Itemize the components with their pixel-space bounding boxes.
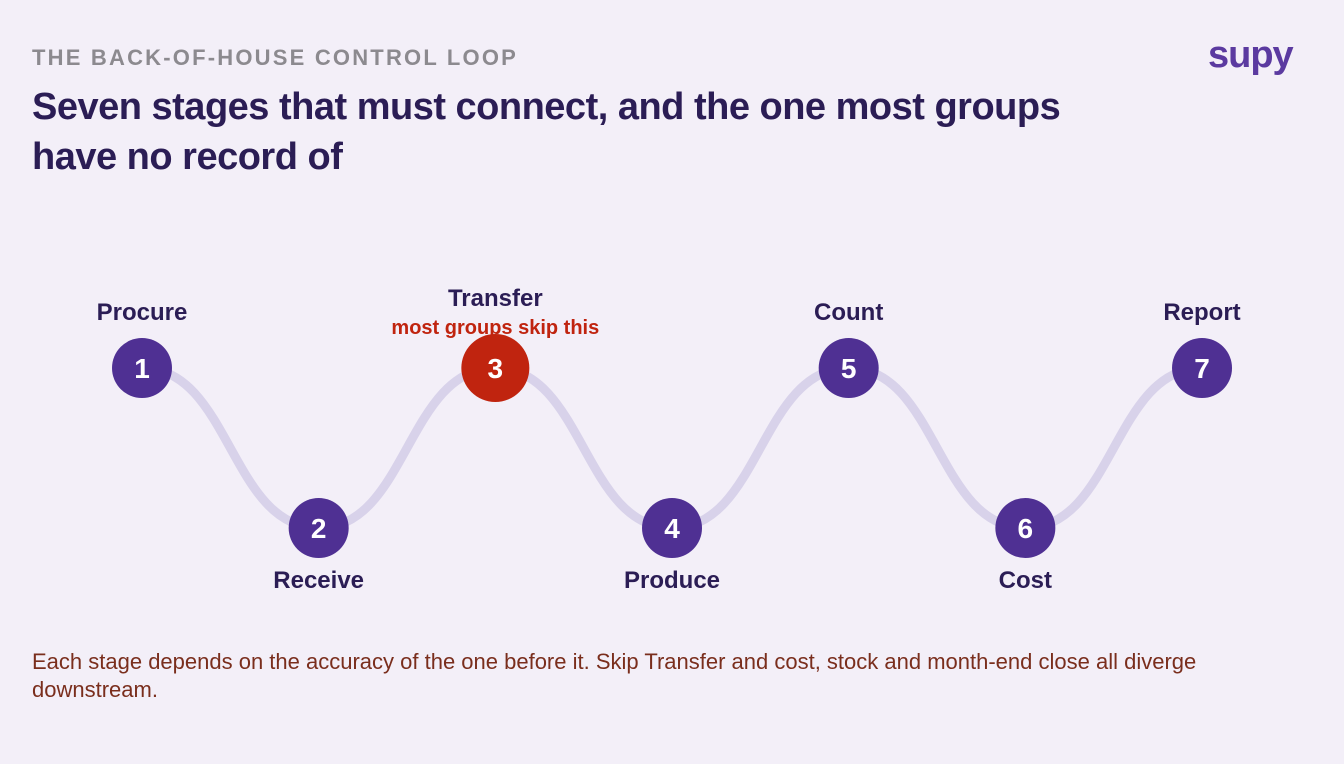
stage-label: Report — [1163, 299, 1240, 326]
stage-label: Receive — [273, 567, 364, 594]
footer-note: Each stage depends on the accuracy of th… — [32, 649, 1197, 702]
brand-logo: supy — [1208, 34, 1294, 76]
stage-node — [112, 338, 172, 398]
stage-label: Produce — [624, 567, 720, 594]
stage-transfer: 3 Transfer most groups skip this — [391, 285, 599, 402]
stage-number: 2 — [311, 513, 327, 544]
stage-node — [1172, 338, 1233, 398]
stage-number: 6 — [1018, 513, 1034, 544]
stage-label: Transfer — [448, 285, 543, 312]
stage-note: most groups skip this — [391, 317, 599, 339]
stage-label: Cost — [999, 567, 1052, 594]
stage-number: 1 — [134, 353, 150, 384]
stage-number: 4 — [664, 513, 680, 544]
stage-label: Procure — [97, 299, 188, 326]
stage-node — [461, 334, 530, 402]
stage-count: 5 Count — [814, 299, 883, 398]
stage-number: 7 — [1194, 353, 1210, 384]
eyebrow: THE BACK-OF-HOUSE CONTROL LOOP — [32, 45, 519, 70]
stage-node — [818, 338, 879, 398]
stage-report: 7 Report — [1163, 299, 1241, 398]
stage-node — [642, 498, 703, 558]
stage-node — [995, 498, 1056, 558]
stage-number: 5 — [841, 353, 857, 384]
page-title: Seven stages that must connect, and the … — [32, 86, 1061, 178]
stage-node — [288, 498, 349, 558]
stage-procure: 1 Procure — [97, 299, 188, 398]
stage-label: Count — [814, 299, 883, 326]
stage-number: 3 — [488, 353, 504, 384]
